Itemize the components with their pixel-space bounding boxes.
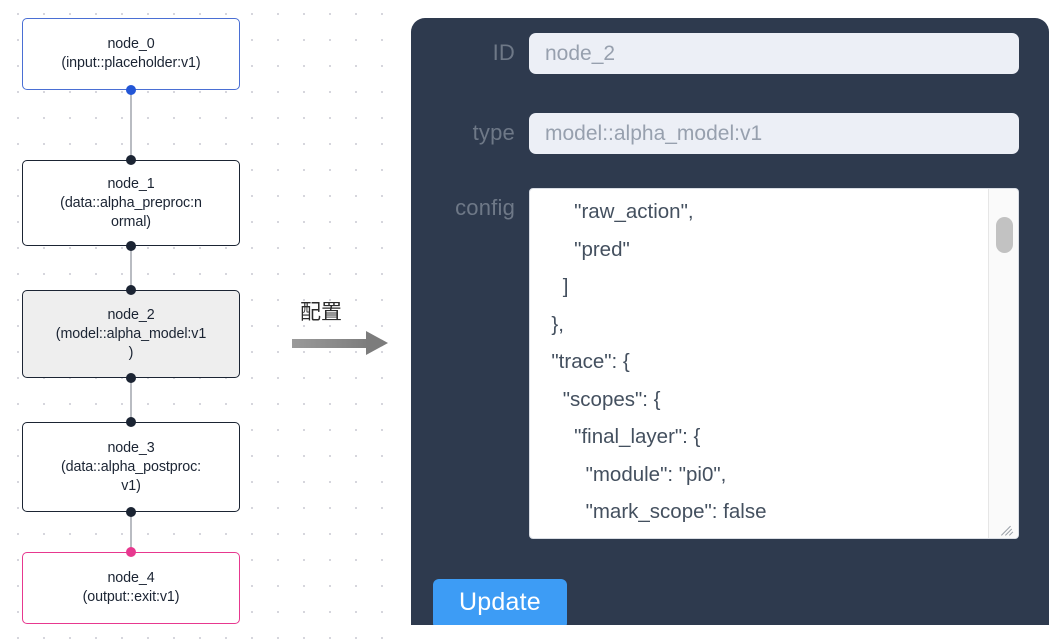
graph-node-node_1-label: node_1 (data::alpha_preproc:n ormal) [60, 175, 202, 230]
node-handle-node_3-source[interactable] [126, 507, 136, 517]
node-handle-node_1-target[interactable] [126, 155, 136, 165]
graph-node-node_0[interactable]: node_0 (input::placeholder:v1) [22, 18, 240, 90]
node-handle-node_2-target[interactable] [126, 285, 136, 295]
graph-node-node_1[interactable]: node_1 (data::alpha_preproc:n ormal) [22, 160, 240, 246]
node-handle-node_3-target[interactable] [126, 417, 136, 427]
id-field-row: ID node_2 [411, 33, 1019, 74]
graph-node-node_2-label: node_2 (model::alpha_model:v1 ) [55, 306, 207, 361]
config-textarea-wrapper[interactable]: "raw_action", "pred" ] }, "trace": { "sc… [529, 188, 1019, 539]
config-scrollbar[interactable] [988, 189, 1018, 538]
config-field-row: config "raw_action", "pred" ] }, "trace"… [411, 188, 1019, 539]
resize-grip-icon[interactable] [1000, 521, 1016, 537]
node-handle-node_1-source[interactable] [126, 241, 136, 251]
node-handle-node_0-source[interactable] [126, 85, 136, 95]
arrow-head-icon [366, 331, 388, 355]
configuration-arrow: 配置 [288, 296, 392, 358]
config-field-label: config [455, 195, 515, 220]
edge-node0-node1 [130, 90, 132, 160]
id-field-label: ID [492, 40, 515, 65]
edge-node3-node4 [130, 512, 132, 552]
graph-node-node_4-label: node_4 (output::exit:v1) [82, 570, 180, 605]
edge-node2-node3 [130, 378, 132, 422]
graph-node-node_3-label: node_3 (data::alpha_postproc: v1) [60, 439, 202, 494]
node-graph-canvas-margin [400, 0, 412, 643]
config-textarea[interactable]: "raw_action", "pred" ] }, "trace": { "sc… [551, 200, 767, 538]
update-button[interactable]: Update [433, 579, 567, 625]
type-field-label: type [472, 120, 515, 145]
node-config-panel: ID node_2 type model::alpha_model:v1 con… [411, 18, 1049, 625]
type-input[interactable]: model::alpha_model:v1 [529, 113, 1019, 154]
graph-node-node_0-label: node_0 (input::placeholder:v1) [61, 36, 201, 71]
id-input[interactable]: node_2 [529, 33, 1019, 74]
node-handle-node_2-source[interactable] [126, 373, 136, 383]
type-field-row: type model::alpha_model:v1 [411, 113, 1019, 154]
node-handle-node_4-target[interactable] [126, 547, 136, 557]
config-scrollbar-thumb[interactable] [996, 217, 1013, 253]
graph-node-node_2[interactable]: node_2 (model::alpha_model:v1 ) [22, 290, 240, 378]
edge-node1-node2 [130, 246, 132, 290]
graph-node-node_4[interactable]: node_4 (output::exit:v1) [22, 552, 240, 624]
graph-node-node_3[interactable]: node_3 (data::alpha_postproc: v1) [22, 422, 240, 512]
arrow-shaft-icon [292, 339, 370, 348]
arrow-label: 配置 [300, 300, 342, 324]
node-graph-canvas[interactable]: node_0 (input::placeholder:v1) node_1 (d… [0, 0, 400, 643]
